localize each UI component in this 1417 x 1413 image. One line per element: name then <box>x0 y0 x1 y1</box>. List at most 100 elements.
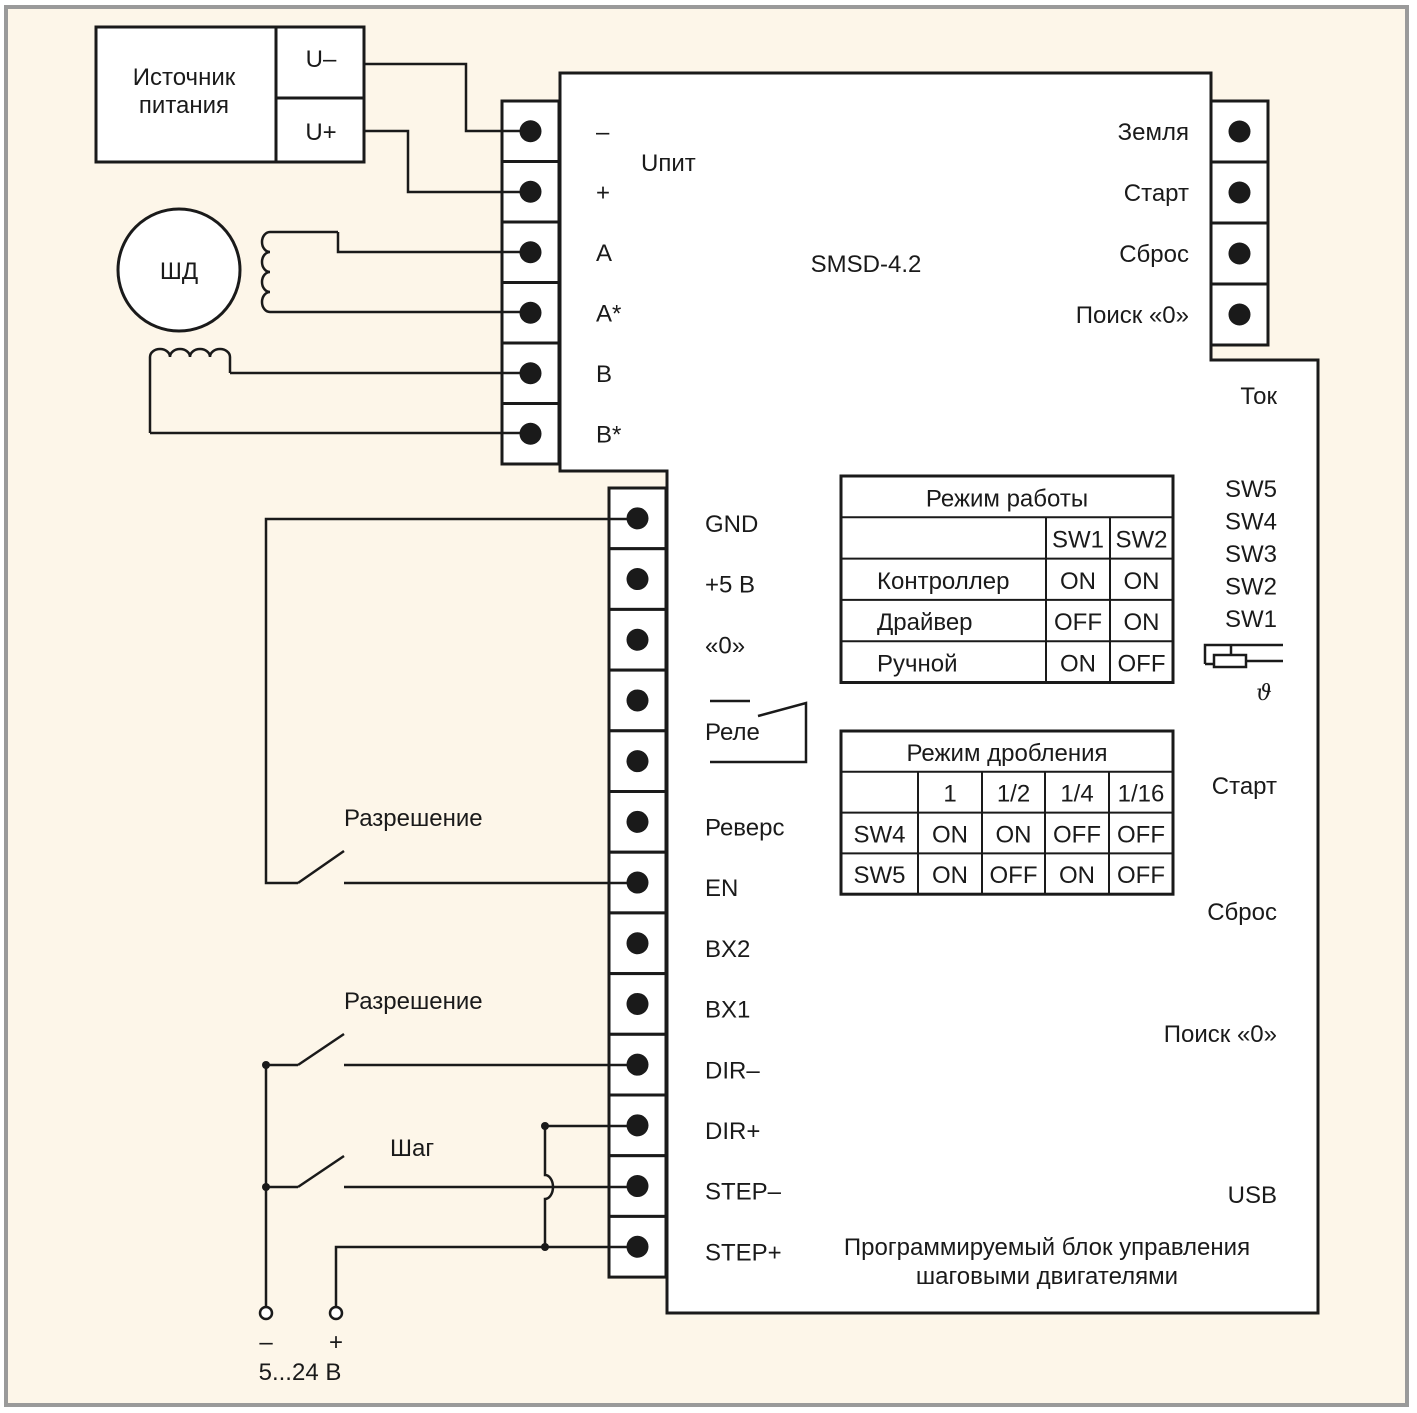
terminal-screw-icon[interactable] <box>519 362 542 385</box>
switch-label: SW4 <box>1225 509 1277 536</box>
control-terminal-cell <box>607 668 668 733</box>
wire-source-plus <box>334 1245 637 1306</box>
source-plus-terminal-icon <box>328 1305 344 1321</box>
power-supply-title-1: Источник <box>133 64 236 91</box>
terminal-screw-icon[interactable] <box>519 422 542 445</box>
table-cell: Драйвер <box>877 609 973 636</box>
table-cell: ON <box>932 862 968 889</box>
control-terminal-label: STEP– <box>705 1179 782 1206</box>
terminal-screw-icon[interactable] <box>626 568 649 591</box>
terminal-screw-icon[interactable] <box>626 810 649 833</box>
control-terminal-label: DIR+ <box>705 1118 760 1145</box>
wire-bridge-jump <box>543 1126 555 1247</box>
right-terminal-label: Старт <box>1124 180 1189 207</box>
terminal-screw-icon[interactable] <box>626 507 649 530</box>
terminal-screw-icon[interactable] <box>1228 242 1251 265</box>
terminal-screw-icon[interactable] <box>519 180 542 203</box>
control-terminal-label: «0» <box>705 632 745 659</box>
terminal-screw-icon[interactable] <box>626 1053 649 1076</box>
table-cell: OFF <box>1118 651 1166 678</box>
power-terminal-label: + <box>596 180 610 207</box>
table-header-cell: 1 <box>943 781 956 808</box>
stepper-motor: ШД <box>116 207 242 333</box>
right-terminal-label: Поиск «0» <box>1076 302 1189 329</box>
control-terminal-label: BX2 <box>705 936 750 963</box>
step-label: Шаг <box>390 1135 434 1162</box>
table-cell: ON <box>932 821 968 848</box>
table-cell: ON <box>996 821 1032 848</box>
terminal-screw-icon[interactable] <box>626 932 649 955</box>
wire-a <box>336 232 530 254</box>
side-reset-label: Сброс <box>1207 899 1277 926</box>
junction-dot <box>541 1243 549 1251</box>
enable-label-2: Разрешение <box>344 988 483 1015</box>
terminal-screw-icon[interactable] <box>626 1114 649 1137</box>
control-terminal-label: EN <box>705 875 738 902</box>
terminal-screw-icon[interactable] <box>626 750 649 773</box>
wire-u-minus <box>364 62 530 133</box>
control-terminal-label: Реверс <box>705 815 784 842</box>
table-cell: OFF <box>1053 821 1101 848</box>
junction-dot <box>262 1183 270 1191</box>
table-cell: SW4 <box>853 821 905 848</box>
junction-dot <box>541 1122 549 1130</box>
relay-contact-icon <box>710 699 808 764</box>
terminal-screw-icon[interactable] <box>626 992 649 1015</box>
table-cell: OFF <box>990 862 1038 889</box>
table-cell: OFF <box>1054 609 1102 636</box>
terminal-screw-icon[interactable] <box>1228 120 1251 143</box>
switch-label: SW1 <box>1225 606 1277 633</box>
table-title: Режим работы <box>926 485 1088 512</box>
table-cell: SW5 <box>853 862 905 889</box>
wire-gnd <box>264 517 637 885</box>
control-terminal-label: +5 В <box>705 572 755 599</box>
device-model: SMSD-4.2 <box>811 251 922 278</box>
power-terminal-label: A* <box>596 301 621 328</box>
current-label: Ток <box>1240 383 1277 410</box>
wires <box>150 62 1283 1306</box>
winding-b-icon <box>148 347 232 433</box>
terminal-screw-icon[interactable] <box>626 1235 649 1258</box>
table-cell: ON <box>1059 862 1095 889</box>
table-header-cell: SW1 <box>1052 527 1104 554</box>
right-terminal-cell <box>1209 99 1270 164</box>
device-body <box>558 71 1320 1315</box>
table-cell: OFF <box>1117 821 1165 848</box>
usb-label: USB <box>1228 1182 1277 1209</box>
power-terminal-label: A <box>596 240 612 267</box>
switch-step-icon <box>297 1154 345 1189</box>
terminal-screw-icon[interactable] <box>626 871 649 894</box>
thermistor-icon <box>1203 643 1283 669</box>
control-terminal-label: STEP+ <box>705 1239 782 1266</box>
winding-a-icon <box>260 230 338 314</box>
source-voltage-label: 5...24 В <box>259 1359 342 1386</box>
theta-label: ϑ <box>1256 681 1272 706</box>
terminal-screw-icon[interactable] <box>626 1175 649 1198</box>
terminal-screw-icon[interactable] <box>626 628 649 651</box>
power-terminal-block <box>500 99 561 466</box>
terminal-screw-icon[interactable] <box>1228 303 1251 326</box>
control-terminal-label: BX1 <box>705 997 750 1024</box>
terminal-screw-icon[interactable] <box>519 241 542 264</box>
table-frame <box>839 474 1175 684</box>
power-terminal-label: B* <box>596 422 621 449</box>
terminal-u-plus: U+ <box>305 119 336 146</box>
table-cell: OFF <box>1117 862 1165 889</box>
side-start-label: Старт <box>1212 773 1277 800</box>
power-terminal-label: B <box>596 361 612 388</box>
terminal-screw-icon[interactable] <box>626 689 649 712</box>
switch-label: SW5 <box>1225 476 1277 503</box>
junction-dot <box>262 1061 270 1069</box>
device-description-1: Программируемый блок управления <box>844 1234 1250 1261</box>
terminal-screw-icon[interactable] <box>1228 181 1251 204</box>
switch-label: SW2 <box>1225 574 1277 601</box>
enable-label-1: Разрешение <box>344 805 483 832</box>
table-cell: ON <box>1124 609 1160 636</box>
table-cell: ON <box>1124 568 1160 595</box>
terminal-screw-icon[interactable] <box>519 120 542 143</box>
right-terminal-label: Сброс <box>1119 241 1189 268</box>
terminal-screw-icon[interactable] <box>519 301 542 324</box>
table-header-cell: 1/4 <box>1060 781 1093 808</box>
